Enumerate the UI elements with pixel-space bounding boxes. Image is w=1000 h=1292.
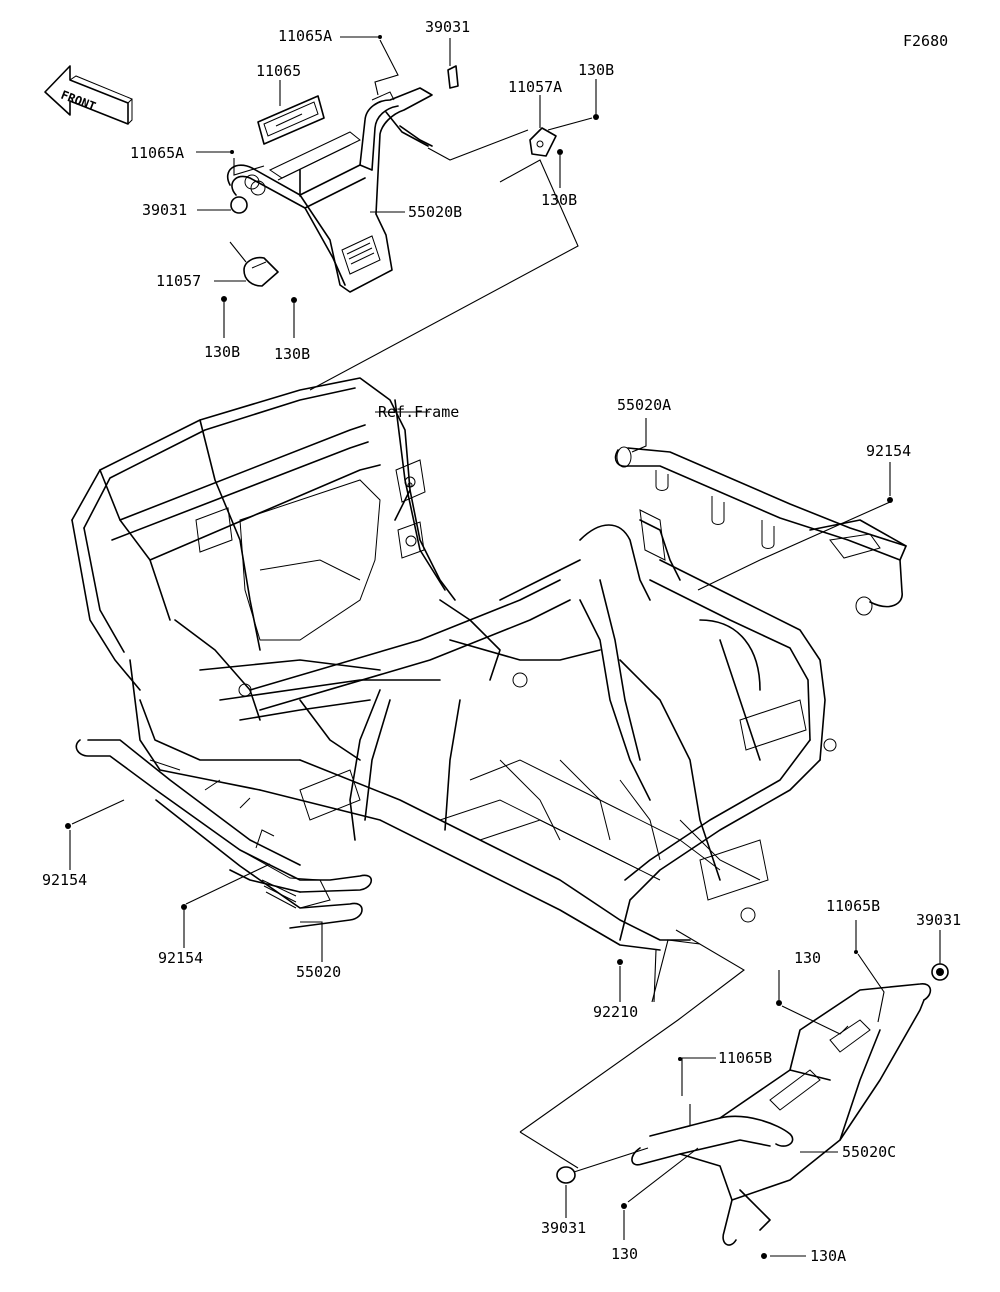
figure-code: F2680 (903, 32, 949, 50)
cap-39031-icon (230, 196, 248, 214)
callout-130: 130 (611, 1245, 639, 1263)
bolt-92154-icon (181, 904, 187, 910)
clip-11065a-icon (230, 150, 234, 154)
bolt-92154-icon (887, 497, 893, 503)
bolt-130b-icon (221, 296, 227, 302)
callout-11057: 11057 (156, 272, 202, 290)
upper-leaders (196, 36, 597, 391)
callout-11065b: 11065B (826, 897, 881, 915)
callout-11065b: 11065B (718, 1049, 773, 1067)
callout-55020: 55020 (296, 963, 342, 981)
bolt-130b-icon (593, 114, 599, 120)
bolt-130-icon (776, 1000, 782, 1006)
callout-130b: 130B (274, 345, 311, 363)
bracket-11057 (243, 256, 279, 287)
callout-11057a: 11057A (508, 78, 563, 96)
callout-130b: 130B (204, 343, 241, 361)
callout-39031: 39031 (541, 1219, 587, 1237)
callout-130a: 130A (810, 1247, 847, 1265)
callout-55020c: 55020C (842, 1143, 897, 1161)
bolt-130b-icon (291, 297, 297, 303)
bolt-130a-icon (761, 1253, 767, 1259)
bolt-130-icon (621, 1203, 627, 1209)
reference-frame-label: Ref.Frame (378, 403, 460, 421)
emblem-11065 (257, 95, 325, 145)
callout-11065a: 11065A (130, 144, 185, 162)
callout-55020a: 55020A (617, 396, 672, 414)
bolt-92210-icon (617, 959, 623, 965)
bracket-11057a (529, 127, 557, 157)
callout-92210: 92210 (593, 1003, 639, 1021)
clip-11065b-icon (854, 950, 858, 954)
callout-130b: 130B (578, 61, 615, 79)
bolt-92154-icon (65, 823, 71, 829)
clip-11065a-icon (378, 35, 382, 39)
bolt-130b-icon (557, 149, 563, 155)
side-step-55020 (65, 739, 373, 929)
bumper-55020a (614, 446, 907, 616)
guard-55020b (227, 87, 433, 293)
callout-39031: 39031 (916, 911, 962, 929)
callout-55020b: 55020B (408, 203, 463, 221)
upper-hardware (221, 35, 599, 303)
callout-11065: 11065 (256, 62, 302, 80)
cap-39031-icon (556, 1166, 576, 1184)
callout-39031: 39031 (142, 201, 188, 219)
lower-leaders (69, 411, 941, 1257)
callout-92154: 92154 (42, 871, 88, 889)
callout-130b: 130B (541, 191, 578, 209)
main-frame (71, 377, 837, 951)
front-arrow-icon: FRONT (44, 65, 133, 125)
callout-130: 130 (794, 949, 822, 967)
callout-92154: 92154 (158, 949, 204, 967)
cap-39031-icon (447, 65, 459, 89)
clip-11065b-icon (678, 1057, 682, 1061)
callout-92154: 92154 (866, 442, 912, 460)
guard-55020c (556, 950, 949, 1259)
callout-11065a: 11065A (278, 27, 333, 45)
callout-39031: 39031 (425, 18, 471, 36)
